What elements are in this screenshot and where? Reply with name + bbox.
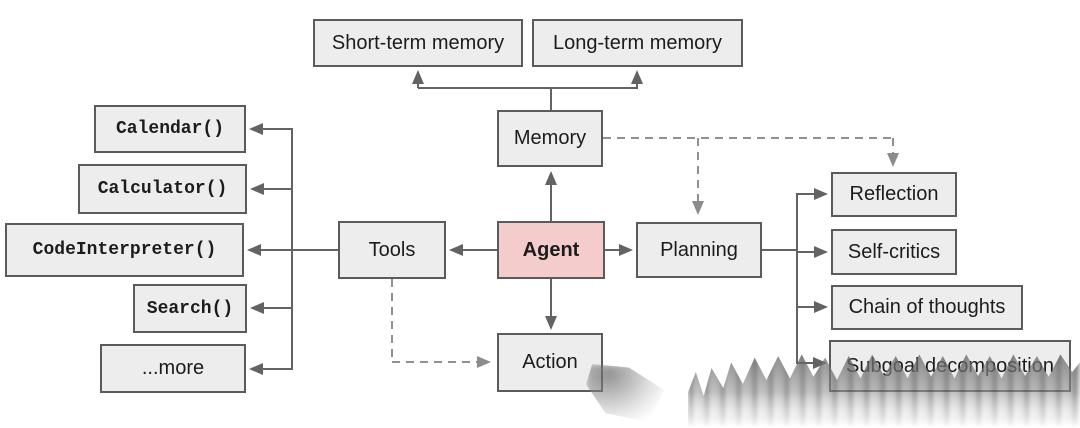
tools-tree-lines — [247, 123, 338, 375]
node-planning: Planning — [636, 222, 762, 278]
node-long-term-memory: Long-term memory — [532, 19, 743, 67]
node-search: Search() — [133, 284, 247, 333]
node-more: ...more — [100, 344, 246, 393]
node-reflection: Reflection — [831, 172, 957, 217]
node-tools: Tools — [338, 221, 446, 279]
node-calendar: Calendar() — [94, 105, 246, 153]
planning-tree-lines — [762, 188, 828, 369]
memory-tree-lines — [412, 70, 643, 110]
dashed-lines — [391, 137, 899, 368]
node-calculator: Calculator() — [78, 164, 247, 214]
node-self-critics: Self-critics — [831, 229, 957, 275]
node-code-interpreter: CodeInterpreter() — [5, 223, 244, 277]
agent-spoke-lines — [449, 171, 633, 330]
node-subgoal-decomposition: Subgoal decomposition — [829, 340, 1071, 392]
node-action: Action — [497, 333, 603, 392]
node-short-term-memory: Short-term memory — [313, 19, 523, 67]
node-chain-of-thoughts: Chain of thoughts — [831, 285, 1023, 330]
node-agent: Agent — [497, 221, 605, 279]
node-memory: Memory — [497, 110, 603, 167]
